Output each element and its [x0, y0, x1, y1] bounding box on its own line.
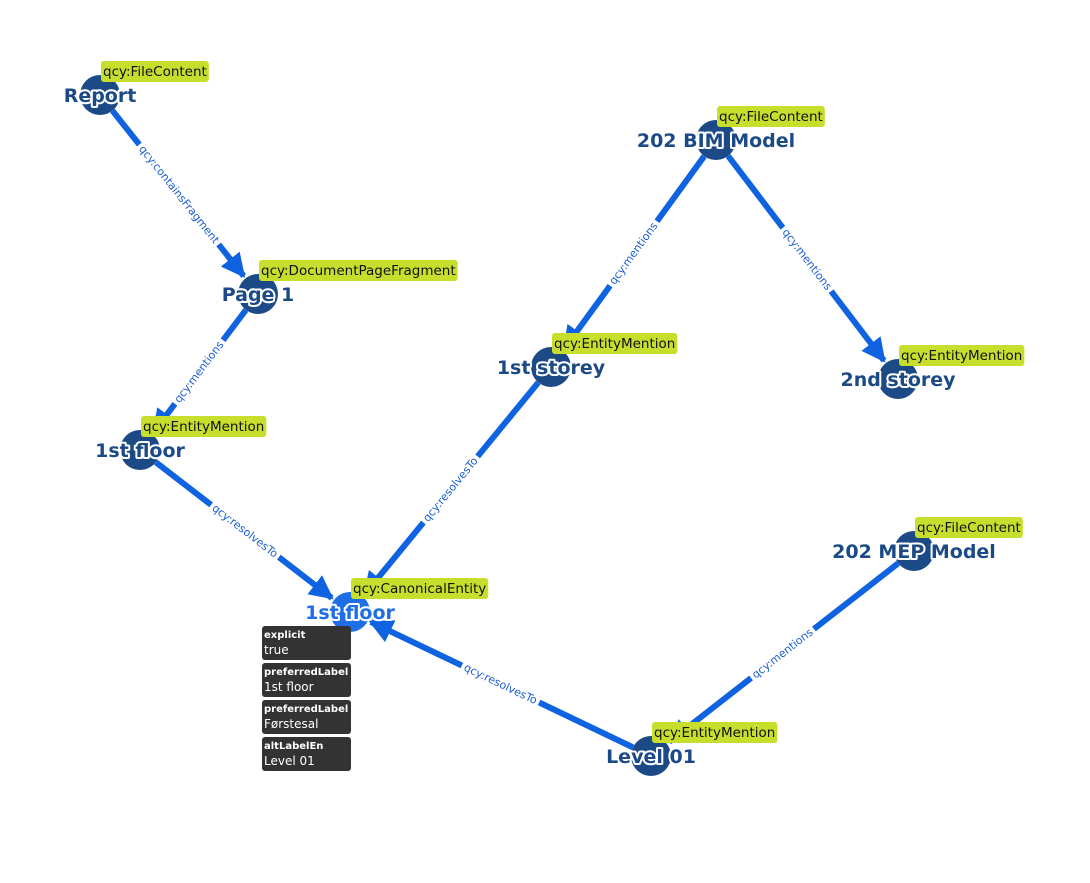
- node-label[interactable]: 2nd storey: [838, 367, 958, 393]
- edge[interactable]: qcy:mentions: [725, 154, 887, 363]
- type-badge-label: qcy:EntityMention: [554, 336, 675, 352]
- property-card-background: [262, 626, 351, 660]
- node-circle[interactable]: [631, 736, 671, 776]
- edge-label: qcy:mentions: [172, 338, 227, 405]
- node-circle[interactable]: [238, 274, 278, 314]
- node-label[interactable]: Page 1: [220, 282, 297, 308]
- node-mention-2nd-storey[interactable]: qcy:EntityMention 2nd storey: [838, 345, 1025, 399]
- edge[interactable]: qcy:resolvesTo: [362, 380, 541, 597]
- node-canonical-1st-floor[interactable]: qcy:CanonicalEntity 1st floor: [303, 578, 489, 632]
- edge[interactable]: qcy:containsFragment: [110, 108, 247, 278]
- type-badge-label: qcy:CanonicalEntity: [353, 581, 486, 597]
- edge-label: qcy:resolvesTo: [210, 502, 281, 561]
- edge[interactable]: qcy:resolvesTo: [154, 459, 334, 601]
- edge-label: qcy:resolvesTo: [462, 661, 540, 707]
- property-card-background: [262, 737, 351, 771]
- property-card-background: [262, 663, 351, 697]
- edge-label-background: [133, 139, 225, 250]
- node-label[interactable]: Level 01: [604, 744, 698, 770]
- file-content-type-badge: [717, 106, 825, 127]
- property-value: Level 01: [264, 754, 315, 768]
- entity-mention-type-badge: [552, 333, 678, 354]
- node-circle[interactable]: [878, 359, 918, 399]
- edge-label-background: [603, 216, 664, 291]
- node-circle[interactable]: [80, 75, 120, 115]
- entity-mention-type-badge: [899, 345, 1025, 366]
- type-badge-label: qcy:EntityMention: [901, 348, 1022, 364]
- type-badge-label: qcy:DocumentPageFragment: [261, 263, 456, 279]
- edge-label: qcy:mentions: [607, 220, 661, 287]
- edge-label-background: [746, 622, 819, 685]
- canonical-entity-type-badge: [351, 578, 489, 599]
- edge-label-background: [417, 451, 484, 528]
- property-card: explicit true: [262, 626, 351, 660]
- type-badge-label: qcy:EntityMention: [143, 419, 264, 435]
- node-label[interactable]: 202 MEP Model: [830, 539, 998, 565]
- node-circle[interactable]: [696, 120, 736, 160]
- node-label[interactable]: Report: [62, 83, 139, 109]
- property-key: explicit: [264, 630, 306, 641]
- edge-label-background: [776, 222, 838, 297]
- document-page-fragment-type-badge: [259, 260, 458, 281]
- property-value: Førstesal: [264, 717, 318, 731]
- edge[interactable]: qcy:mentions: [151, 308, 249, 434]
- edge-label: qcy:mentions: [780, 226, 835, 293]
- nodes-layer: qcy:FileContentReportqcy:DocumentPageFra…: [62, 61, 1025, 776]
- file-content-type-badge: [915, 517, 1023, 538]
- property-key: preferredLabelDa: [264, 704, 363, 715]
- node-label[interactable]: 1st storey: [495, 355, 608, 381]
- edge[interactable]: qcy:mentions: [667, 560, 901, 745]
- file-content-type-badge: [101, 61, 209, 82]
- type-badge-label: qcy:EntityMention: [654, 725, 775, 741]
- type-badge-label: qcy:FileContent: [719, 109, 823, 125]
- node-mep-model[interactable]: qcy:FileContent 202 MEP Model: [830, 517, 1023, 571]
- edge[interactable]: qcy:mentions: [562, 154, 707, 351]
- node-circle[interactable]: [894, 531, 934, 571]
- node-label[interactable]: 202 BIM Model: [635, 128, 797, 154]
- edge-label-background: [458, 658, 543, 710]
- property-card-background: [262, 700, 351, 734]
- type-badge-label: qcy:FileContent: [917, 520, 1021, 536]
- type-badge-label: qcy:FileContent: [103, 64, 207, 80]
- property-value: true: [264, 643, 289, 657]
- node-circle[interactable]: [120, 430, 160, 470]
- node-circle[interactable]: [330, 592, 370, 632]
- node-mention-1st-storey[interactable]: qcy:EntityMention 1st storey: [495, 333, 678, 387]
- node-label[interactable]: 1st floor: [303, 600, 397, 626]
- edge-label-background: [168, 335, 230, 409]
- property-value: 1st floor: [264, 680, 314, 694]
- edge[interactable]: qcy:resolvesTo: [368, 619, 635, 751]
- entity-mention-type-badge: [652, 722, 778, 743]
- edge-label: qcy:mentions: [749, 626, 815, 682]
- node-circle[interactable]: [531, 347, 571, 387]
- entity-mention-type-badge: [141, 416, 267, 437]
- property-card: preferredLabel 1st floor: [262, 663, 351, 697]
- node-mention-1st-floor[interactable]: qcy:EntityMention 1st floor: [93, 416, 267, 470]
- property-key: preferredLabel: [264, 667, 348, 678]
- node-bim-model[interactable]: qcy:FileContent 202 BIM Model: [635, 106, 825, 160]
- edge-label-background: [206, 498, 284, 564]
- edge-label: qcy:resolvesTo: [420, 454, 481, 524]
- property-key: altLabelEn: [264, 741, 323, 752]
- node-label[interactable]: 1st floor: [93, 438, 187, 464]
- edge-label: qcy:containsFragment: [136, 143, 222, 247]
